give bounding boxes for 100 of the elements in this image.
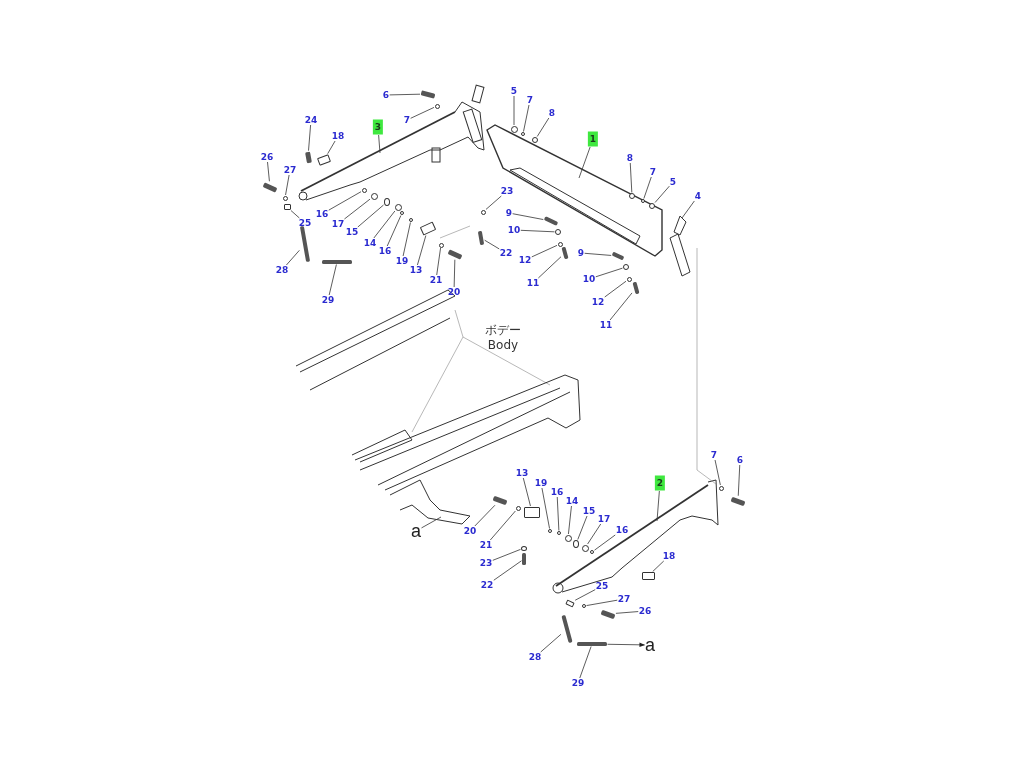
leader-line	[522, 477, 531, 507]
leader-line	[654, 185, 670, 203]
callout-number: 24	[304, 115, 318, 125]
part-label: ボデー	[485, 324, 521, 336]
leader-line	[421, 516, 442, 529]
leader-line	[389, 93, 421, 96]
leader-line	[609, 292, 633, 321]
highlighted-callout-number: 2	[654, 475, 666, 491]
callout-number: 18	[331, 131, 345, 141]
washer	[629, 193, 635, 199]
washer	[582, 604, 586, 608]
leader-line	[587, 523, 602, 545]
leader-line	[328, 264, 337, 296]
leader-line	[523, 104, 530, 132]
callout-number: 17	[597, 514, 611, 524]
callout-number: 25	[595, 581, 609, 591]
callout-number: 8	[626, 153, 634, 163]
callout-number: 14	[363, 238, 377, 248]
washer	[282, 195, 288, 201]
washer	[649, 203, 655, 209]
leader-line	[327, 140, 336, 155]
bracket	[565, 599, 575, 607]
leader-line	[594, 534, 616, 551]
leader-line	[615, 611, 639, 614]
washer	[573, 540, 579, 548]
part-label: Body	[487, 339, 519, 351]
leader-line	[579, 646, 592, 679]
washer	[557, 531, 561, 535]
callout-number: 22	[480, 580, 494, 590]
bolt	[322, 260, 352, 264]
bolt	[611, 251, 625, 261]
washer	[557, 241, 563, 247]
washer	[564, 534, 572, 542]
callout-number: 14	[565, 496, 579, 506]
leader-line	[328, 191, 362, 211]
leader-line	[373, 210, 396, 239]
callout-number: 10	[582, 274, 596, 284]
highlighted-callout-number: 1	[587, 131, 599, 147]
callout-number: 29	[571, 678, 585, 688]
callout-number: 16	[315, 209, 329, 219]
callout-number: 15	[345, 227, 359, 237]
leader-line	[737, 464, 741, 497]
callout-number: 26	[638, 606, 652, 616]
washer	[626, 276, 632, 282]
washer	[480, 209, 486, 215]
leader-line	[286, 249, 300, 266]
callout-number: 26	[260, 152, 274, 162]
callout-number: 6	[736, 455, 744, 465]
callout-number: 19	[534, 478, 548, 488]
leader-line	[489, 510, 516, 541]
callout-number: 20	[463, 526, 477, 536]
leader-line	[714, 459, 721, 486]
callout-number: 7	[403, 115, 411, 125]
leader-line	[402, 222, 411, 257]
callout-number: 23	[500, 186, 514, 196]
leader-line	[492, 549, 521, 561]
callout-number: 7	[526, 95, 534, 105]
callout-number: 13	[409, 265, 423, 275]
washer	[384, 198, 390, 206]
callout-number: 7	[710, 450, 718, 460]
callout-number: 5	[510, 86, 518, 96]
leader-line	[577, 515, 588, 540]
leader-line	[378, 134, 381, 154]
leader-line	[493, 560, 522, 581]
callout-number: 27	[617, 594, 631, 604]
callout-number: 25	[298, 218, 312, 228]
callout-number: 17	[331, 219, 345, 229]
callout-number: 5	[669, 177, 677, 187]
leader-line	[656, 490, 660, 522]
callout-number: 20	[447, 287, 461, 297]
washer	[370, 192, 378, 200]
leader-line	[290, 210, 300, 219]
leader-line	[536, 117, 550, 137]
leader-line	[556, 496, 560, 531]
bolt	[447, 248, 463, 260]
callout-number: 13	[515, 468, 529, 478]
washer	[510, 125, 518, 133]
callout-number: 15	[582, 506, 596, 516]
callout-number: 21	[429, 275, 443, 285]
leader-line	[308, 124, 311, 152]
highlighted-callout-number: 3	[372, 119, 384, 135]
leader-line	[586, 599, 618, 606]
callout-number: 7	[649, 167, 657, 177]
leader-line	[584, 252, 612, 256]
bolt	[420, 89, 436, 99]
leader-line	[643, 176, 652, 199]
bolt	[730, 496, 746, 506]
leader-line	[386, 215, 402, 247]
leader-line	[531, 244, 558, 258]
callout-number: 10	[507, 225, 521, 235]
washer	[361, 187, 367, 193]
bolt	[304, 151, 312, 163]
callout-number: 16	[378, 246, 392, 256]
callout-number: 22	[499, 248, 513, 258]
washer	[532, 137, 538, 143]
callout-number: 11	[526, 278, 540, 288]
callout-number: 18	[662, 551, 676, 561]
leader-line	[541, 487, 550, 529]
washer	[434, 103, 440, 109]
callout-number: 16	[550, 487, 564, 497]
